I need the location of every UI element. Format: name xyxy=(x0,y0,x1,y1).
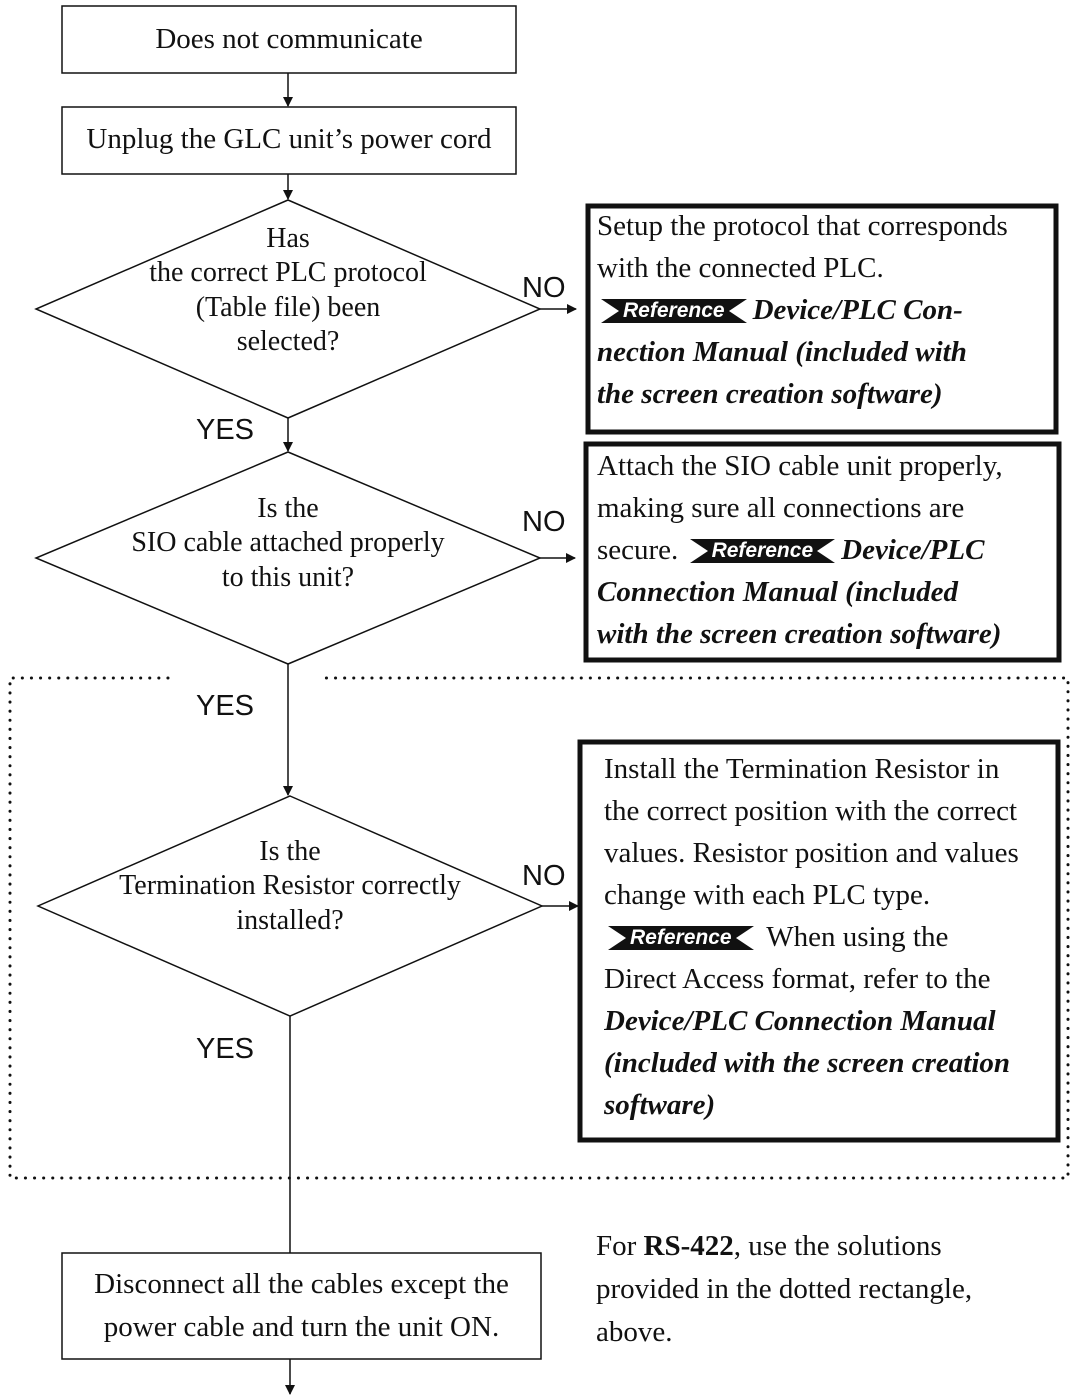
solution-resistor-line: Direct Access format, refer to the xyxy=(604,963,991,995)
solution-box-protocol xyxy=(585,203,1059,435)
no-label-resistor: NO xyxy=(522,860,566,892)
disconnect-box-text: Disconnect all the cables except the pow… xyxy=(62,1263,541,1349)
rs422-note: For RS-422, use the solutions provided i… xyxy=(596,1225,972,1354)
solution-resistor-text: Install the Termination Resistor in the … xyxy=(604,748,1052,1126)
solution-resistor-line: change with each PLC type. xyxy=(604,879,931,911)
decision-resistor-line: installed? xyxy=(236,904,344,936)
decision-resistor-text: Is the Termination Resistor correctly in… xyxy=(80,835,500,938)
start-box xyxy=(61,5,517,74)
manual-title: Device/PLC xyxy=(841,534,985,566)
yes-label-sio: YES xyxy=(196,690,255,722)
decision-sio-line: SIO cable attached properly xyxy=(131,527,445,559)
manual-title: software) xyxy=(604,1089,716,1121)
solution-resistor-ref-line: Reference When using the xyxy=(604,916,1052,958)
manual-title: Device/PLC Connection Manual xyxy=(604,1005,996,1037)
solution-sio-line: making sure all connections are xyxy=(597,492,965,524)
decision-sio-line: Is the xyxy=(257,493,319,524)
decision-sio-line: to this unit? xyxy=(221,561,355,593)
solution-sio-text: Attach the SIO cable unit properly, maki… xyxy=(597,445,1003,655)
disconnect-box-line: power cable and turn the unit ON. xyxy=(103,1311,500,1343)
decision-sio-text: Is the SIO cable attached properly to th… xyxy=(88,492,488,595)
no-label-protocol: NO xyxy=(522,272,566,304)
rs422-note-line: For RS-422, use the solutions xyxy=(596,1225,972,1268)
solution-resistor-line: Install the Termination Resistor in xyxy=(604,753,1000,785)
solution-box-sio xyxy=(583,441,1062,663)
decision-protocol-line: selected? xyxy=(236,326,340,358)
solution-protocol-line: Setup the protocol that corresponds xyxy=(597,210,1008,242)
reference-badge: Reference xyxy=(601,299,747,323)
solution-resistor-ref-tail: When using the xyxy=(766,921,949,953)
rs422-note-tail: , use the solutions xyxy=(733,1230,942,1262)
yes-label-protocol: YES xyxy=(196,414,255,446)
reference-badge: Reference xyxy=(689,539,836,563)
disconnect-box xyxy=(61,1252,542,1360)
disconnect-box-line: Disconnect all the cables except the xyxy=(94,1268,509,1300)
manual-title: Connection Manual (included xyxy=(597,576,958,608)
solution-protocol-text: Setup the protocol that corresponds with… xyxy=(597,205,1008,415)
solution-box-resistor xyxy=(577,739,1061,1143)
manual-title: the screen creation software) xyxy=(597,378,943,410)
unplug-box-label: Unplug the GLC unit’s power cord xyxy=(86,123,492,155)
decision-resistor-line: Termination Resistor correctly xyxy=(119,870,461,902)
solution-resistor-line: values. Resistor position and values xyxy=(604,837,1019,869)
rs422-note-line: provided in the dotted rectangle, xyxy=(596,1273,973,1305)
manual-title: with the screen creation software) xyxy=(597,618,1002,650)
decision-protocol-text: Has the correct PLC protocol (Table file… xyxy=(88,222,488,360)
solution-sio-line: Attach the SIO cable unit properly, xyxy=(597,450,1003,482)
decision-protocol-line: Has xyxy=(266,223,310,254)
no-label-sio: NO xyxy=(522,506,566,538)
solution-resistor-line: the correct position with the correct xyxy=(604,795,1018,827)
rs422-note-bold: RS-422 xyxy=(643,1230,734,1262)
decision-protocol-line: (Table file) been xyxy=(195,291,381,323)
manual-title: nection Manual (included with xyxy=(597,336,967,368)
rs422-note-line: above. xyxy=(596,1316,673,1348)
start-box-label: Does not communicate xyxy=(155,23,423,55)
rs422-note-lead: For xyxy=(596,1230,644,1262)
decision-resistor-line: Is the xyxy=(259,836,321,867)
solution-sio-lead: secure. xyxy=(597,534,679,566)
unplug-box xyxy=(61,106,517,175)
manual-title: (included with the screen creation xyxy=(604,1047,1010,1079)
reference-badge: Reference xyxy=(608,926,754,950)
yes-label-resistor: YES xyxy=(196,1033,255,1065)
solution-protocol-line: with the connected PLC. xyxy=(597,252,884,284)
decision-protocol-line: the correct PLC protocol xyxy=(149,257,427,289)
manual-title: Device/PLC Con- xyxy=(752,294,963,326)
